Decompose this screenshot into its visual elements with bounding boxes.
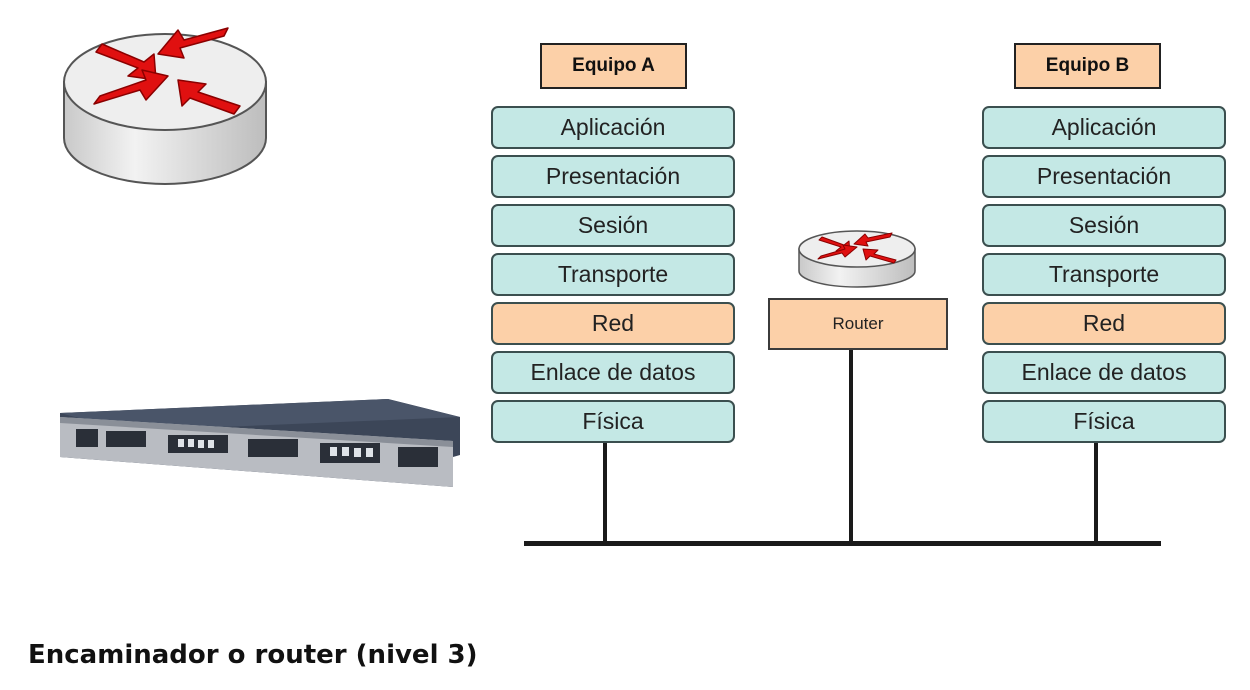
equipo-a-layer-aplicacion: Aplicación xyxy=(491,106,735,149)
equipo-b-header: Equipo B xyxy=(1014,43,1161,89)
network-bus xyxy=(524,541,1161,546)
equipo-b-layer-sesion: Sesión xyxy=(982,204,1226,247)
router-small-icon xyxy=(798,230,916,288)
caption: Encaminador o router (nivel 3) xyxy=(28,640,478,670)
equipo-b-layer-transporte: Transporte xyxy=(982,253,1226,296)
router-hardware-photo xyxy=(60,399,460,487)
equipo-a-header: Equipo A xyxy=(540,43,687,89)
equipo-b-link xyxy=(1094,443,1098,544)
equipo-a-layer-fisica: Física xyxy=(491,400,735,443)
router-link xyxy=(849,350,853,544)
equipo-a-layer-transporte: Transporte xyxy=(491,253,735,296)
router-box: Router xyxy=(768,298,948,350)
equipo-a-layer-red: Red xyxy=(491,302,735,345)
equipo-b-layer-presentacion: Presentación xyxy=(982,155,1226,198)
equipo-a-layer-enlace: Enlace de datos xyxy=(491,351,735,394)
equipo-b-layer-enlace: Enlace de datos xyxy=(982,351,1226,394)
equipo-a-layer-sesion: Sesión xyxy=(491,204,735,247)
router-icon xyxy=(63,27,267,185)
equipo-b-layer-red: Red xyxy=(982,302,1226,345)
equipo-a-link xyxy=(603,443,607,544)
equipo-b-layer-fisica: Física xyxy=(982,400,1226,443)
equipo-b-layer-aplicacion: Aplicación xyxy=(982,106,1226,149)
equipo-a-layer-presentacion: Presentación xyxy=(491,155,735,198)
